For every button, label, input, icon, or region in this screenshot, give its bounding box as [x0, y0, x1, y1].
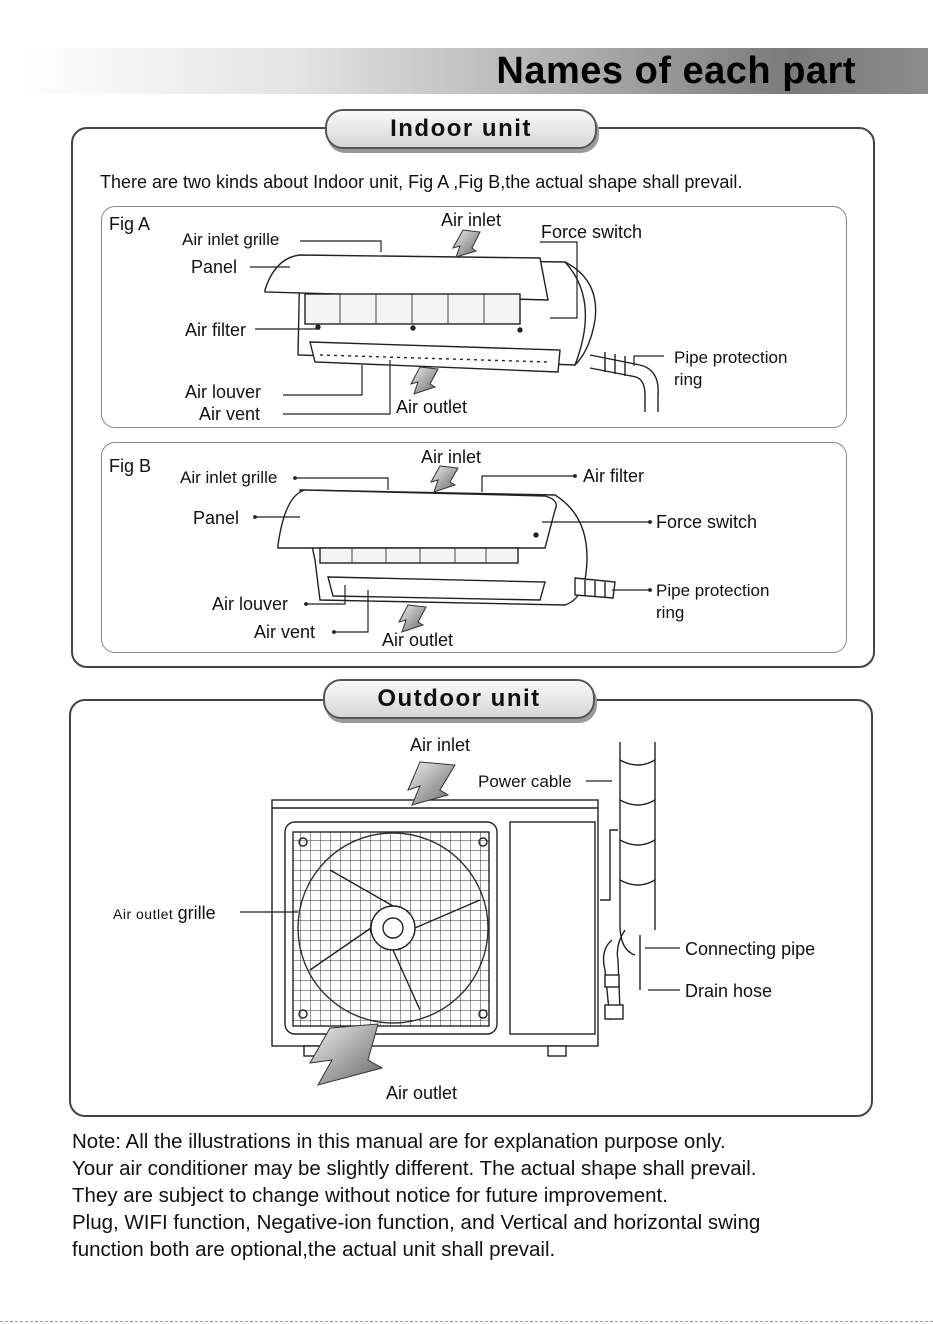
outdoor-air-outlet-grille-label: Air outlet grille	[113, 903, 216, 924]
note-line-2: Your air conditioner may be slightly dif…	[72, 1157, 757, 1180]
fig-a-pipe-protection-ring-label-2: ring	[674, 370, 703, 389]
outdoor-power-cable-label: Power cable	[478, 772, 572, 791]
notes-block: Note: All the illustrations in this manu…	[72, 1128, 892, 1263]
fig-a-air-vent-label: Air vent	[199, 404, 261, 424]
page-bottom-rule	[0, 1321, 933, 1322]
outdoor-air-outlet-grille-big: grille	[177, 903, 216, 923]
fig-b-label: Fig B	[109, 456, 152, 476]
indoor-unit-heading: Indoor unit	[325, 109, 597, 149]
fig-a-air-outlet-label: Air outlet	[396, 397, 468, 417]
outdoor-drain-hose-label: Drain hose	[685, 981, 773, 1001]
fig-b-force-switch-label: Force switch	[656, 512, 758, 532]
fig-b-air-inlet-grille-label: Air inlet grille	[180, 468, 278, 487]
page-title: Names of each part	[496, 50, 856, 92]
outdoor-air-inlet-label: Air inlet	[410, 735, 471, 755]
fig-b-pipe-protection-ring-label: Pipe protection	[656, 581, 770, 600]
note-line-1: Note: All the illustrations in this manu…	[72, 1130, 726, 1153]
fig-a-air-louver-label: Air louver	[185, 382, 262, 402]
fig-b-air-outlet-label: Air outlet	[382, 630, 454, 650]
fig-b-panel-label: Panel	[193, 508, 240, 528]
fig-b-frame	[101, 442, 847, 653]
note-line-3: They are subject to change without notic…	[72, 1184, 668, 1207]
outdoor-unit-heading: Outdoor unit	[323, 679, 595, 719]
note-line-5: function both are optional,the actual un…	[72, 1238, 556, 1261]
fig-b-air-inlet-label: Air inlet	[421, 447, 482, 467]
fig-a-air-inlet-label: Air inlet	[441, 210, 502, 230]
fig-a-force-switch-label: Force switch	[541, 222, 643, 242]
outdoor-air-outlet-label: Air outlet	[386, 1083, 458, 1103]
outdoor-air-outlet-grille-small: Air outlet	[113, 906, 178, 922]
fig-a-air-filter-label: Air filter	[185, 320, 247, 340]
note-line-4: Plug, WIFI function, Negative-ion functi…	[72, 1211, 761, 1234]
fig-a-frame	[101, 206, 847, 428]
fig-a-panel-label: Panel	[191, 257, 238, 277]
outdoor-unit-drawing	[271, 742, 656, 1057]
fig-a-air-inlet-grille-label: Air inlet grille	[182, 230, 280, 249]
fig-a-label: Fig A	[109, 214, 151, 234]
fig-b-air-filter-label: Air filter	[583, 466, 645, 486]
fig-b-indoor-unit	[277, 489, 616, 606]
fig-a-indoor-unit	[264, 254, 659, 412]
indoor-intro-text: There are two kinds about Indoor unit, F…	[100, 172, 743, 192]
fig-a-pipe-protection-ring-label: Pipe protection	[674, 348, 788, 367]
fig-b-air-vent-label: Air vent	[254, 622, 316, 642]
outdoor-connecting-pipe-label: Connecting pipe	[685, 939, 816, 959]
fig-b-pipe-protection-ring-label-2: ring	[656, 603, 685, 622]
page-header-bar: Names of each part	[20, 48, 928, 94]
fig-b-air-louver-label: Air louver	[212, 594, 289, 614]
